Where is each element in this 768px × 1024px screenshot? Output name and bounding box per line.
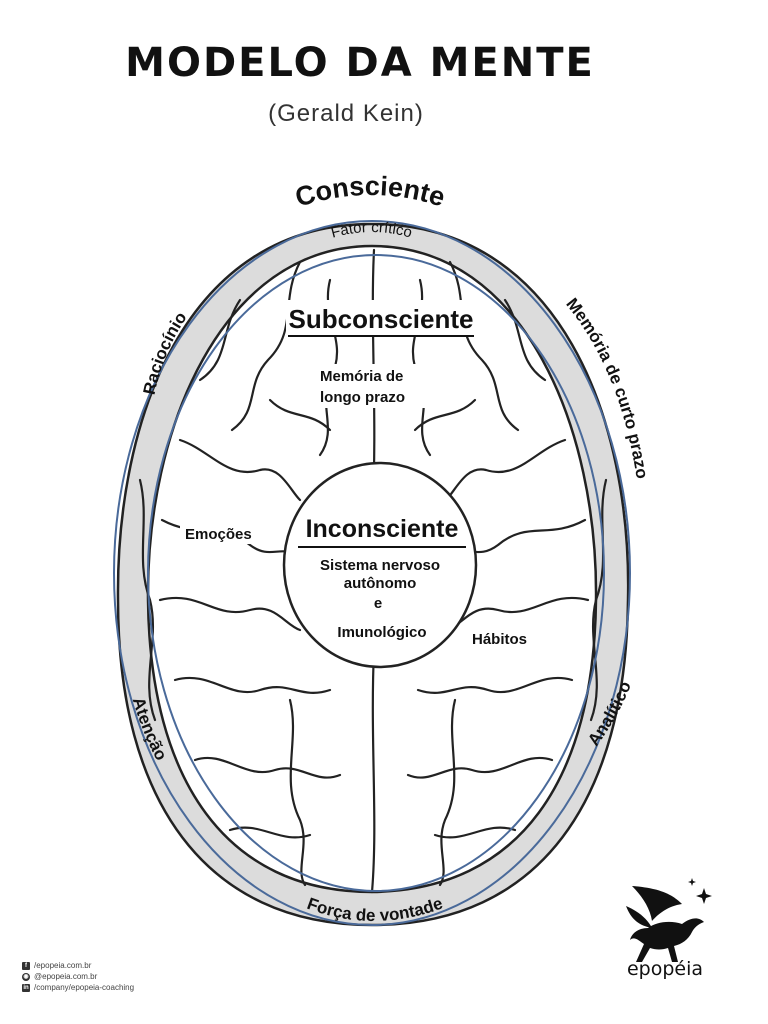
footer-facebook[interactable]: f /epopeia.com.br <box>22 960 134 971</box>
label-fator-critico: Fator crítico <box>329 219 414 242</box>
unconscious-circle <box>282 461 478 669</box>
habitos-backing <box>468 627 546 649</box>
label-habitos: Hábitos <box>472 631 527 648</box>
linkedin-handle: /company/epopeia-coaching <box>34 983 135 992</box>
label-inconsciente: Inconsciente <box>306 515 459 543</box>
label-sistema-nervoso: Sistema nervoso <box>320 557 440 574</box>
label-consciente: Consciente <box>292 171 449 213</box>
brand-name: epopéia <box>626 958 704 980</box>
footer-instagram[interactable]: ◉ @epopeia.com.br <box>22 971 134 982</box>
memoria-longo-backing <box>312 364 438 408</box>
label-memoria-de: Memória de <box>320 368 403 385</box>
page-subtitle: (Gerald Kein) <box>268 100 424 127</box>
page-title: MODELO DA MENTE <box>125 40 595 86</box>
instagram-icon: ◉ <box>22 972 30 981</box>
linkedin-icon: in <box>22 983 30 992</box>
footer-linkedin[interactable]: in /company/epopeia-coaching <box>22 982 134 993</box>
emocoes-backing <box>180 522 272 544</box>
label-autonomo: autônomo <box>344 575 417 592</box>
label-subconsciente: Subconsciente <box>289 304 474 334</box>
subconsciente-backing <box>286 300 476 336</box>
label-longo-prazo: longo prazo <box>320 389 405 406</box>
facebook-handle: /epopeia.com.br <box>34 961 92 970</box>
subconscious-ellipse <box>147 254 605 892</box>
label-imunologico: Imunológico <box>337 624 426 641</box>
footer-social: f /epopeia.com.br ◉ @epopeia.com.br in /… <box>22 960 134 993</box>
label-e: e <box>374 595 382 612</box>
pegasus-logo-icon <box>626 878 712 962</box>
conscious-ellipse <box>113 220 631 926</box>
facebook-icon: f <box>22 961 30 970</box>
label-emocoes: Emoções <box>185 526 252 543</box>
instagram-handle: @epopeia.com.br <box>34 972 98 981</box>
